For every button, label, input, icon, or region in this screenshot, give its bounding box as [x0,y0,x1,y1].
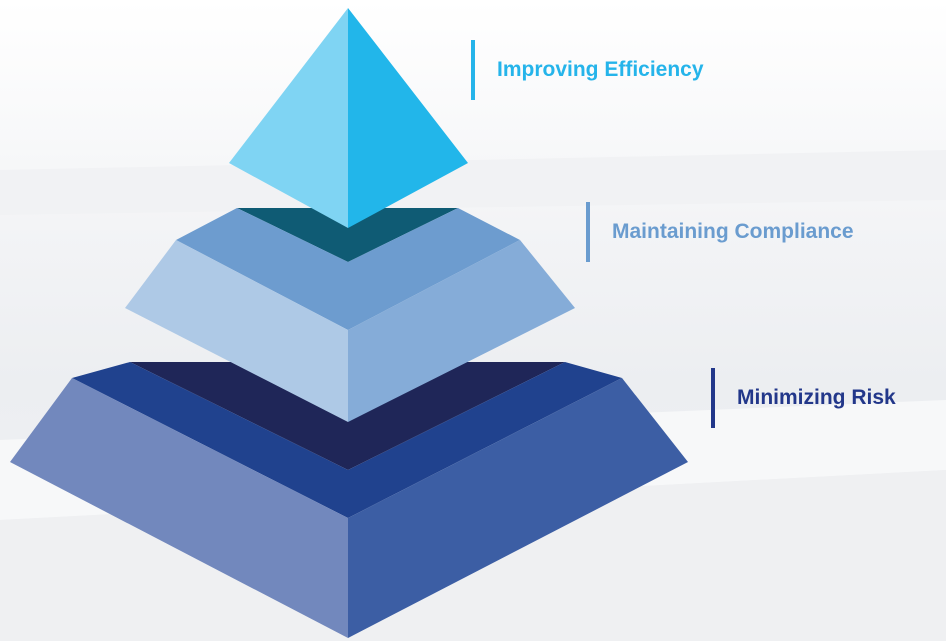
middle-tier-top [176,208,520,330]
bottom-tier-left-face [10,378,348,638]
label-accent-bar [711,368,715,428]
pyramid-tier-bottom [10,362,688,638]
middle-tier-right-face [348,240,575,422]
top-tier-right-face [348,8,468,228]
top-tier-left-face [229,8,348,228]
label-improving-efficiency: Improving Efficiency [471,40,704,100]
label-accent-bar [471,40,475,100]
label-minimizing-risk: Minimizing Risk [711,368,896,428]
middle-tier-left-face [125,240,348,422]
label-text: Minimizing Risk [737,386,896,409]
bottom-tier-top [72,362,622,518]
pyramid-tier-middle [125,208,575,422]
label-text: Maintaining Compliance [612,220,854,243]
pyramid-tier-top [229,8,468,228]
label-text: Improving Efficiency [497,58,704,81]
middle-tier-seam [237,208,458,262]
bottom-tier-right-face [348,378,688,638]
label-maintaining-compliance: Maintaining Compliance [586,202,854,262]
label-accent-bar [586,202,590,262]
